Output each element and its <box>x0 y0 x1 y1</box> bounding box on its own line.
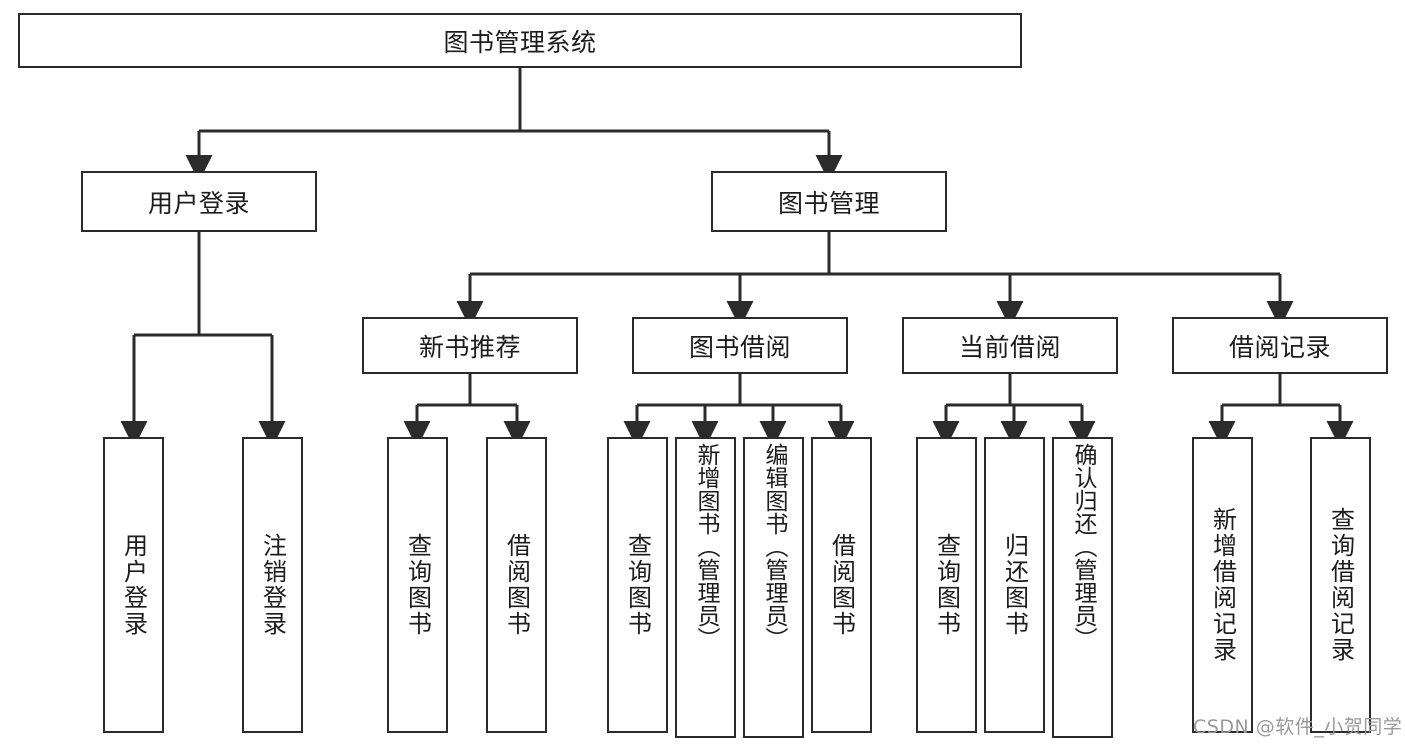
node-current-borrow-label: 当前借阅 <box>958 332 1061 362</box>
node-book-management-label: 图书管理 <box>777 188 880 218</box>
leaf-query-borrow-record[interactable]: 查询借阅记录 <box>1310 437 1371 733</box>
leaf-return-book[interactable]: 归还图书 <box>984 437 1045 733</box>
leaf-add-book-label: 新增图书（管理员） <box>693 443 719 650</box>
csdn-watermark: CSDN @软件_小贺同学 <box>1193 716 1403 738</box>
node-borrow-record-label: 借阅记录 <box>1228 332 1331 362</box>
leaf-query-book-borrow[interactable]: 查询图书 <box>607 437 668 733</box>
leaf-borrow-book-recommend[interactable]: 借阅图书 <box>486 437 547 733</box>
node-user-login-label: 用户登录 <box>147 188 250 218</box>
leaf-confirm-return-label: 确认归还（管理员） <box>1070 443 1096 650</box>
node-new-book-recommend[interactable]: 新书推荐 <box>362 317 578 374</box>
node-new-book-recommend-label: 新书推荐 <box>418 332 521 362</box>
node-book-management[interactable]: 图书管理 <box>711 171 947 232</box>
node-root[interactable]: 图书管理系统 <box>18 13 1022 68</box>
leaf-query-book-recommend-label: 查询图书 <box>403 533 432 637</box>
leaf-query-book-current[interactable]: 查询图书 <box>916 437 977 733</box>
leaf-edit-book-label: 编辑图书（管理员） <box>761 443 787 650</box>
node-book-borrow[interactable]: 图书借阅 <box>632 317 848 374</box>
leaf-logout-label: 注销登录 <box>258 533 287 637</box>
leaf-add-book[interactable]: 新增图书（管理员） <box>675 437 736 738</box>
leaf-query-borrow-record-label: 查询借阅记录 <box>1326 507 1355 663</box>
leaf-query-book-current-label: 查询图书 <box>932 533 961 637</box>
leaf-logout[interactable]: 注销登录 <box>242 437 303 733</box>
leaf-user-login[interactable]: 用户登录 <box>103 437 164 733</box>
node-root-label: 图书管理系统 <box>443 27 597 57</box>
leaf-user-login-label: 用户登录 <box>119 533 148 637</box>
leaf-return-book-label: 归还图书 <box>1000 533 1029 637</box>
leaf-borrow-book[interactable]: 借阅图书 <box>811 437 872 733</box>
node-user-login[interactable]: 用户登录 <box>81 171 317 232</box>
leaf-borrow-book-recommend-label: 借阅图书 <box>502 533 531 637</box>
leaf-add-borrow-record[interactable]: 新增借阅记录 <box>1192 437 1253 733</box>
leaf-borrow-book-label: 借阅图书 <box>827 533 856 637</box>
node-current-borrow[interactable]: 当前借阅 <box>902 317 1118 374</box>
leaf-query-book-recommend[interactable]: 查询图书 <box>387 437 448 733</box>
node-borrow-record[interactable]: 借阅记录 <box>1172 317 1388 374</box>
leaf-confirm-return[interactable]: 确认归还（管理员） <box>1052 437 1113 738</box>
leaf-query-book-borrow-label: 查询图书 <box>623 533 652 637</box>
leaf-add-borrow-record-label: 新增借阅记录 <box>1208 507 1237 663</box>
node-book-borrow-label: 图书借阅 <box>688 332 791 362</box>
leaf-edit-book[interactable]: 编辑图书（管理员） <box>743 437 804 738</box>
